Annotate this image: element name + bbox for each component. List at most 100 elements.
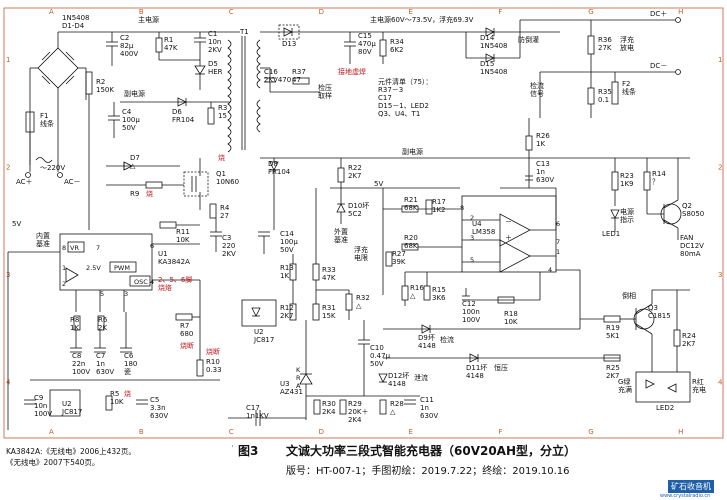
pin-label: 6 bbox=[150, 242, 154, 250]
label-r7-burn: 烧断 bbox=[180, 341, 194, 350]
label-g-green: G绿充满 bbox=[618, 377, 632, 394]
label-r9-burn: 烧 bbox=[146, 189, 153, 198]
pin-label: 4 bbox=[548, 266, 552, 274]
label-wires-plus: ＋ bbox=[505, 234, 512, 242]
label-internal-ref: 内置基准 bbox=[36, 231, 50, 248]
label-r9: R9 bbox=[130, 190, 139, 198]
label-const-v: 恒压 bbox=[494, 363, 508, 372]
label-pwm: PWM bbox=[114, 264, 130, 272]
grid-row-2: 2 bbox=[6, 163, 10, 171]
pin-label: 6 bbox=[556, 220, 560, 228]
label-d7: D7△ bbox=[130, 154, 140, 170]
grid-col-F: F bbox=[498, 8, 502, 16]
grid-row-1: 1 bbox=[718, 56, 722, 64]
label-r5-burn: 烧 bbox=[124, 389, 131, 398]
label-u1-burn: 2、5、6脚烧烙 bbox=[158, 275, 192, 292]
figure-number: 图3 bbox=[238, 444, 259, 458]
label-det-signal: 检流信号 bbox=[530, 81, 544, 98]
grid-col-A: A bbox=[49, 8, 54, 16]
pin-label: 3 bbox=[124, 290, 128, 298]
label-osc: OSC bbox=[134, 278, 148, 286]
label-r16: R16△ bbox=[410, 284, 424, 300]
label-led2: LED2 bbox=[656, 404, 674, 412]
pin-label: 1 bbox=[62, 264, 66, 272]
label-float-limit: 浮充电限 bbox=[354, 245, 368, 262]
label-loop-sample: 检压取样 bbox=[318, 83, 332, 100]
grid-col-H: H bbox=[678, 428, 683, 436]
label-r-red: R红充电 bbox=[692, 377, 706, 394]
footer-ref: KA3842A:《无线电》2006上432页。 《无线电》2007下540页。 bbox=[6, 447, 136, 467]
grid-col-B: B bbox=[139, 8, 144, 16]
label-aux-supply-1: 副电源 bbox=[124, 89, 145, 98]
label-ac-minus: AC－ bbox=[64, 178, 81, 186]
grid-col-C: C bbox=[229, 8, 234, 16]
wiring bbox=[7, 17, 691, 430]
grid-col-G: G bbox=[588, 428, 593, 436]
label-ac-plus: AC＋ bbox=[16, 178, 33, 186]
label-r28: R28△ bbox=[390, 400, 404, 416]
label-reverse-ind: 倒相 bbox=[622, 291, 636, 300]
label-ext-ref: 外置基准 bbox=[334, 227, 348, 244]
grid-col-A: A bbox=[49, 428, 54, 436]
pin-label: 3 bbox=[470, 234, 474, 242]
label-led1: LED1 bbox=[602, 230, 620, 238]
pin-label: 7 bbox=[556, 238, 560, 246]
grid-col-D: D bbox=[319, 8, 324, 16]
pin-label: 5 bbox=[470, 256, 474, 264]
label-r32: R32△ bbox=[356, 294, 370, 310]
grid-col-E: E bbox=[408, 8, 412, 16]
grid-col-G: G bbox=[588, 8, 593, 16]
grid-col-E: E bbox=[408, 428, 412, 436]
grid-col-B: B bbox=[139, 428, 144, 436]
grid-row-4: 4 bbox=[6, 378, 11, 386]
pin-label: 4 bbox=[150, 278, 154, 286]
label-t1: T1 bbox=[239, 28, 249, 36]
label-five-v-mid: 5V bbox=[374, 180, 383, 188]
pin-label: 7 bbox=[96, 244, 100, 252]
